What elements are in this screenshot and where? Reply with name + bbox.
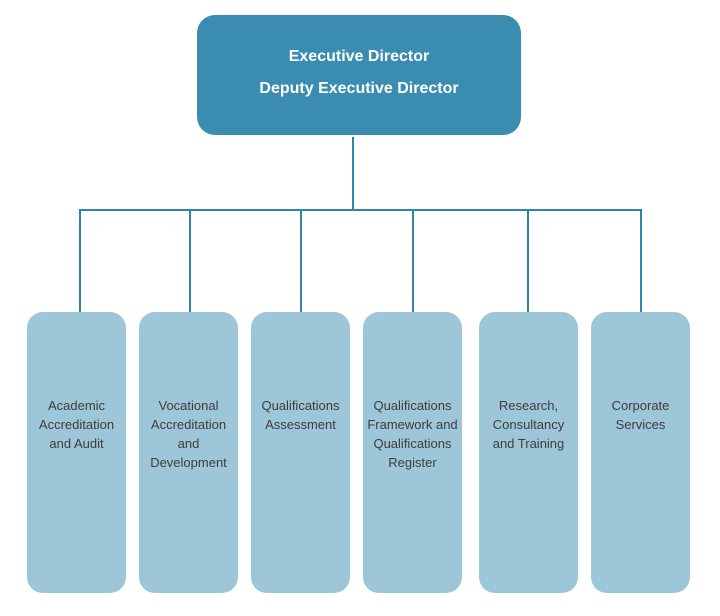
trunk-connector	[352, 137, 354, 211]
branch-connector	[640, 209, 642, 312]
executive-director-box: Executive Director Deputy Executive Dire…	[197, 15, 521, 135]
branch-connector	[189, 209, 191, 312]
unit-label-line: Assessment	[265, 417, 336, 432]
unit-label-line: Corporate	[611, 398, 670, 413]
unit-corporate-services: Corporate Services	[591, 312, 690, 593]
unit-label-line: and	[177, 436, 200, 451]
unit-label-line: Research,	[498, 398, 559, 413]
unit-label-line: Vocational	[158, 398, 219, 413]
deputy-executive-director-title: Deputy Executive Director	[259, 80, 459, 97]
branch-connector	[300, 209, 302, 312]
horizontal-bus-connector	[79, 209, 642, 211]
unit-label: Corporate Services	[610, 396, 672, 434]
unit-research-consultancy: Research, Consultancy and Training	[479, 312, 578, 593]
unit-label: Vocational Accreditation and Development	[148, 396, 229, 472]
unit-label-line: Qualifications	[373, 436, 452, 451]
unit-label-line: Accreditation	[150, 417, 227, 432]
unit-label-line: Development	[150, 455, 227, 470]
unit-label-line: Accreditation	[38, 417, 115, 432]
unit-label-line: Qualifications	[261, 398, 340, 413]
unit-label: Academic Accreditation and Audit	[37, 396, 116, 453]
unit-label-line: and Audit	[49, 436, 104, 451]
executive-director-title: Executive Director	[288, 48, 430, 65]
unit-label-line: Register	[388, 455, 437, 470]
branch-connector	[412, 209, 414, 312]
unit-label-line: Academic	[47, 398, 106, 413]
unit-label: Research, Consultancy and Training	[491, 396, 567, 453]
unit-label: Qualifications Assessment	[259, 396, 341, 434]
unit-label-line: and Training	[492, 436, 565, 451]
branch-connector	[79, 209, 81, 312]
unit-label-line: Consultancy	[492, 417, 565, 432]
unit-qualifications-framework: Qualifications Framework and Qualificati…	[363, 312, 462, 593]
unit-label-line: Framework and	[367, 417, 458, 432]
unit-label-line: Qualifications	[373, 398, 452, 413]
unit-label: Qualifications Framework and Qualificati…	[365, 396, 459, 472]
unit-vocational-accreditation: Vocational Accreditation and Development	[139, 312, 238, 593]
unit-label-line: Services	[615, 417, 666, 432]
unit-qualifications-assessment: Qualifications Assessment	[251, 312, 350, 593]
unit-academic-accreditation: Academic Accreditation and Audit	[27, 312, 126, 593]
branch-connector	[527, 209, 529, 312]
